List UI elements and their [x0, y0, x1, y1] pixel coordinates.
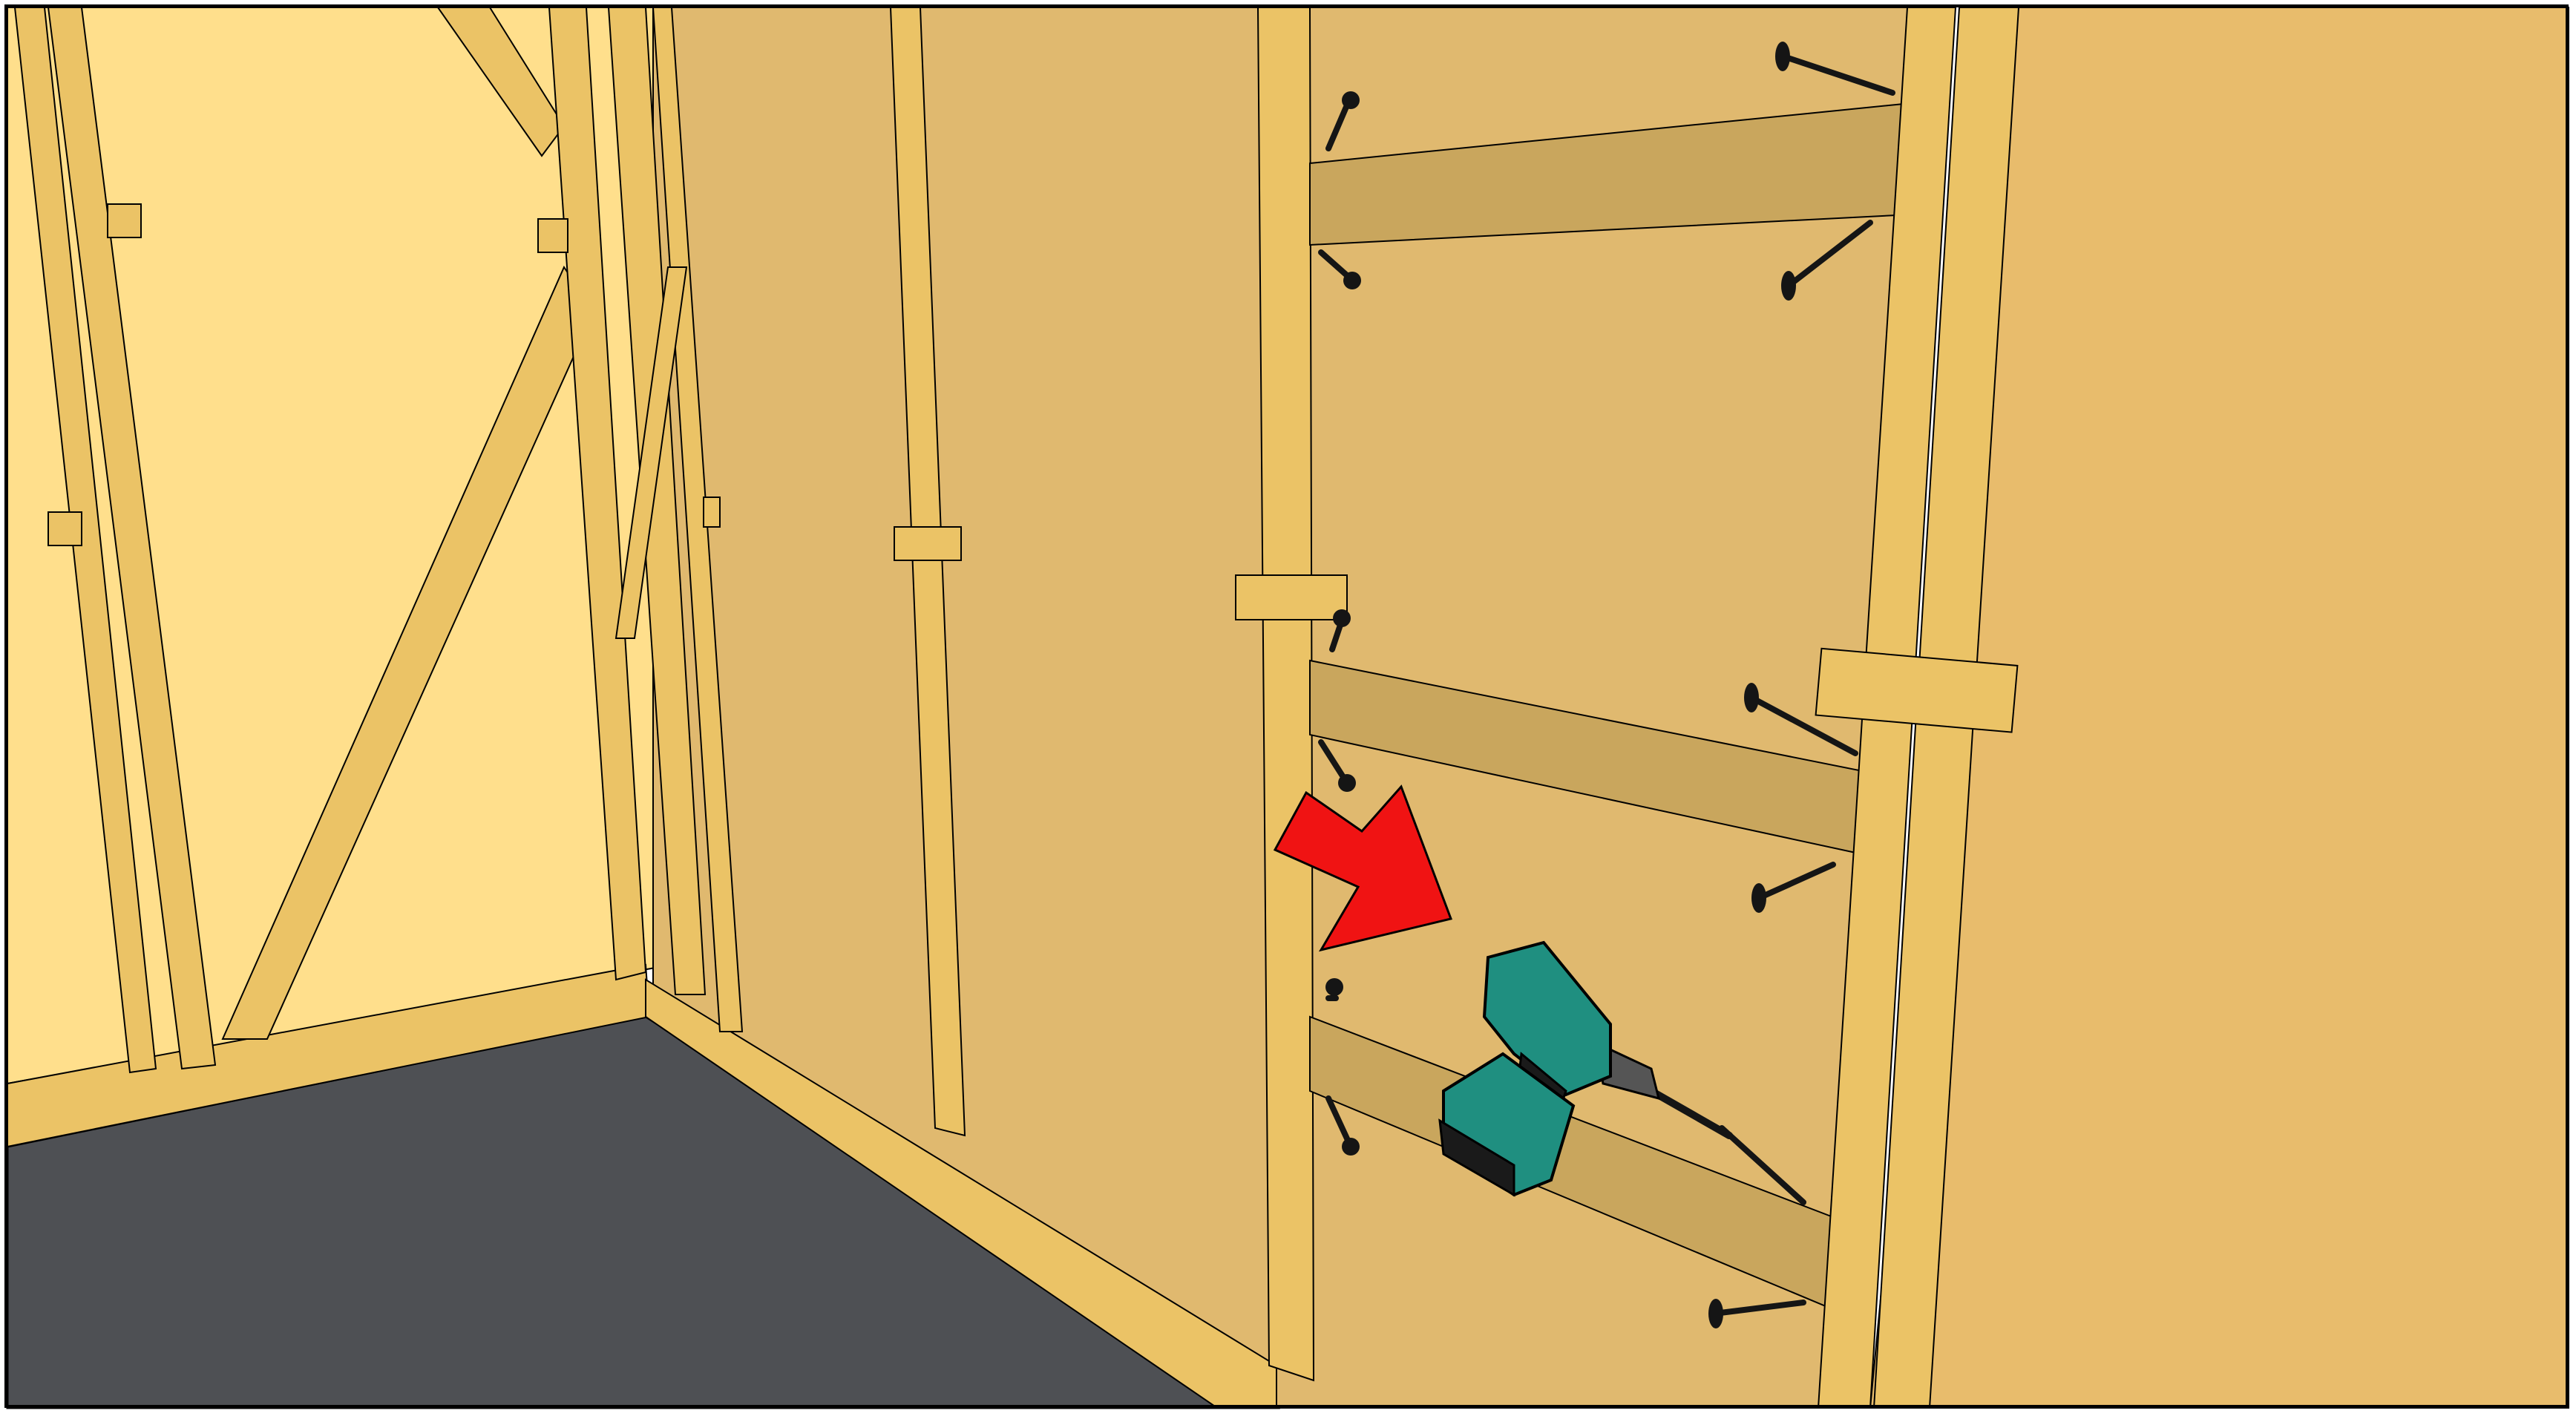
left-block-1 [108, 204, 141, 237]
left-block-2 [48, 512, 82, 545]
back-block-3 [1236, 575, 1347, 620]
back-block-2 [704, 497, 720, 527]
left-block-3 [538, 219, 568, 252]
back-block-1 [894, 527, 961, 560]
